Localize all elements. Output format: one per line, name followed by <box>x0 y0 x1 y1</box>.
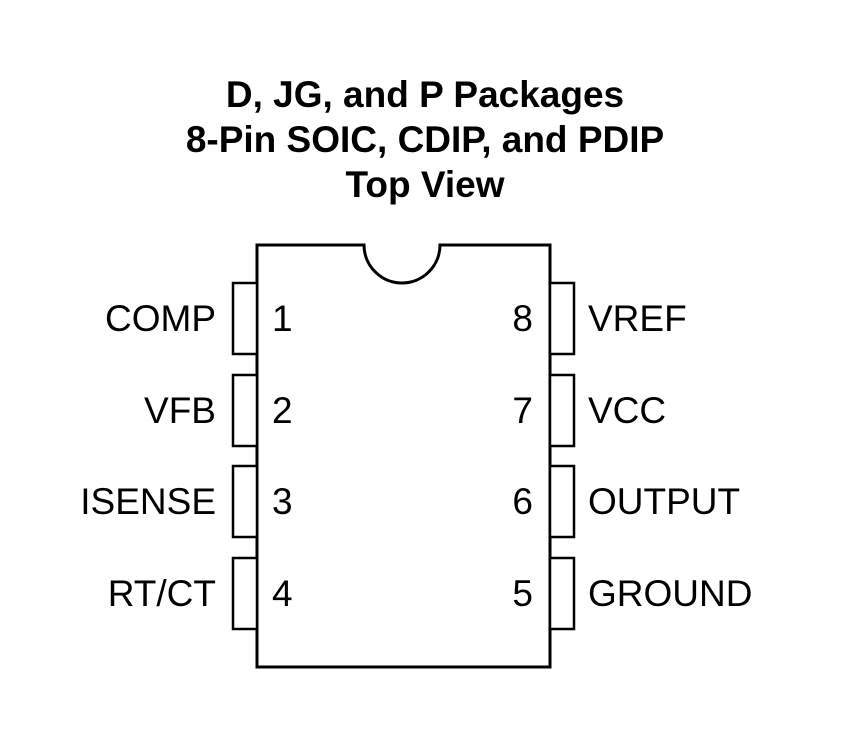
pin-number-8: 8 <box>512 298 533 339</box>
pin-name-8: VREF <box>588 298 687 339</box>
pin-lead-3 <box>231 464 259 539</box>
pin-lead-8 <box>548 281 576 356</box>
title-line-pin-types: 8-Pin SOIC, CDIP, and PDIP <box>185 119 665 160</box>
title-line-view: Top View <box>345 164 505 205</box>
pin-number-4: 4 <box>272 573 293 614</box>
pin-name-2: VFB <box>144 390 216 431</box>
pin-number-1: 1 <box>272 298 293 339</box>
pin-lead-5 <box>548 556 576 631</box>
pin-name-7: VCC <box>588 390 666 431</box>
pin-name-1: COMP <box>105 298 216 339</box>
pin-lead-1 <box>231 281 259 356</box>
pin-number-2: 2 <box>272 390 293 431</box>
pin-lead-7 <box>548 373 576 448</box>
pin-lead-2 <box>231 373 259 448</box>
pin-name-3: ISENSE <box>80 481 216 522</box>
package-title: D, JG, and P Packages 8-Pin SOIC, CDIP, … <box>0 72 850 207</box>
pin-lead-6 <box>548 464 576 539</box>
title-line-packages: D, JG, and P Packages <box>225 74 625 115</box>
ic-package-body <box>255 243 552 669</box>
pin-name-5: GROUND <box>588 573 752 614</box>
pin-lead-4 <box>231 556 259 631</box>
pin-name-6: OUTPUT <box>588 481 740 522</box>
pin-number-7: 7 <box>512 390 533 431</box>
pin-number-3: 3 <box>272 481 293 522</box>
pin-name-4: RT/CT <box>108 573 216 614</box>
pin-number-5: 5 <box>512 573 533 614</box>
pin-number-6: 6 <box>512 481 533 522</box>
